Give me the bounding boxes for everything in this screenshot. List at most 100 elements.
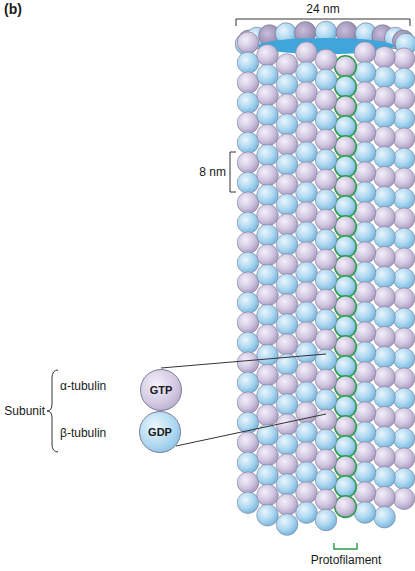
tubulin-sphere xyxy=(393,468,415,490)
tubulin-sphere xyxy=(374,406,396,428)
tubulin-sphere xyxy=(257,184,279,206)
tubulin-sphere xyxy=(335,136,357,158)
tubulin-sphere xyxy=(257,484,279,506)
part-label: β-tubulin xyxy=(60,426,130,440)
leader-line xyxy=(161,354,326,368)
tubulin-sphere xyxy=(354,502,376,524)
tubulin-sphere xyxy=(393,48,415,70)
tubulin-sphere xyxy=(354,222,376,244)
tubulin-sphere xyxy=(315,369,337,391)
tubulin-sphere xyxy=(354,282,376,304)
tubulin-sphere xyxy=(296,162,318,184)
tubulin-sphere xyxy=(237,452,259,474)
tubulin-sphere xyxy=(315,349,337,371)
tubulin-sphere xyxy=(374,46,396,68)
tubulin-sphere xyxy=(276,274,298,296)
tubulin-sphere xyxy=(296,202,318,224)
tubulin-sphere xyxy=(393,308,415,330)
tubulin-sphere xyxy=(237,392,259,414)
tubulin-sphere xyxy=(335,56,357,78)
tubulin-sphere xyxy=(296,462,318,484)
tubulin-sphere xyxy=(393,208,415,230)
tubulin-sphere xyxy=(315,209,337,231)
tubulin-sphere xyxy=(374,346,396,368)
tubulin-sphere xyxy=(315,89,337,111)
tubulin-sphere xyxy=(354,262,376,284)
tubulin-sphere xyxy=(276,474,298,496)
tubulin-sphere xyxy=(374,146,396,168)
tubulin-sphere xyxy=(296,222,318,244)
leader-line xyxy=(176,414,326,446)
tubulin-sphere xyxy=(276,154,298,176)
tubulin-sphere xyxy=(315,129,337,151)
tubulin-sphere xyxy=(335,436,357,458)
tubulin-sphere xyxy=(374,226,396,248)
tubulin-sphere xyxy=(354,42,376,64)
tubulin-sphere xyxy=(237,372,259,394)
tubulin-sphere xyxy=(257,304,279,326)
microtubule xyxy=(235,21,415,535)
tubulin-sphere xyxy=(335,76,357,98)
tubulin-sphere xyxy=(276,94,298,116)
tubulin-sphere xyxy=(315,329,337,351)
tubulin-sphere xyxy=(276,414,298,436)
tubulin-sphere xyxy=(335,396,357,418)
tubulin-sphere xyxy=(393,388,415,410)
protofilament-bracket xyxy=(334,543,357,549)
dimension-label: 24 nm xyxy=(273,2,373,16)
tubulin-sphere xyxy=(393,408,415,430)
tubulin-sphere xyxy=(374,106,396,128)
tubulin-sphere xyxy=(257,204,279,226)
tubulin-sphere xyxy=(315,69,337,91)
tubulin-sphere xyxy=(315,449,337,471)
tubulin-sphere xyxy=(296,382,318,404)
tubulin-sphere xyxy=(335,336,357,358)
tubulin-sphere xyxy=(335,236,357,258)
tubulin-sphere xyxy=(296,242,318,264)
tubulin-sphere xyxy=(354,202,376,224)
tubulin-sphere xyxy=(276,394,298,416)
tubulin-sphere xyxy=(257,364,279,386)
tubulin-sphere xyxy=(315,189,337,211)
tubulin-sphere xyxy=(296,262,318,284)
tubulin-sphere xyxy=(393,68,415,90)
tubulin-sphere xyxy=(393,368,415,390)
tubulin-sphere xyxy=(257,264,279,286)
tubulin-sphere xyxy=(335,96,357,118)
tubulin-sphere xyxy=(354,102,376,124)
height-bracket xyxy=(230,152,236,192)
tubulin-sphere xyxy=(237,232,259,254)
tubulin-sphere xyxy=(354,62,376,84)
tubulin-sphere xyxy=(393,148,415,170)
tubulin-sphere xyxy=(276,254,298,276)
tubulin-sphere xyxy=(374,486,396,508)
tubulin-sphere xyxy=(354,442,376,464)
tubulin-sphere xyxy=(315,429,337,451)
tubulin-sphere xyxy=(393,488,415,510)
tubulin-sphere xyxy=(393,428,415,450)
tubulin-sphere xyxy=(335,376,357,398)
tubulin-sphere xyxy=(257,284,279,306)
tubulin-sphere xyxy=(237,52,259,74)
tubulin-sphere xyxy=(237,72,259,94)
tubulin-sphere xyxy=(257,104,279,126)
tubulin-sphere xyxy=(257,64,279,86)
tubulin-sphere xyxy=(276,454,298,476)
tubulin-sphere xyxy=(335,296,357,318)
tubulin-sphere xyxy=(237,112,259,134)
tubulin-sphere xyxy=(354,402,376,424)
tubulin-sphere xyxy=(237,192,259,214)
tubulin-sphere xyxy=(315,149,337,171)
tubulin-sphere xyxy=(276,374,298,396)
tubulin-sphere xyxy=(374,66,396,88)
tubulin-sphere xyxy=(315,389,337,411)
tubulin-sphere xyxy=(335,476,357,498)
tubulin-sphere xyxy=(335,116,357,138)
tubulin-sphere xyxy=(393,268,415,290)
tubulin-sphere xyxy=(257,404,279,426)
tubulin-sphere xyxy=(257,244,279,266)
tubulin-sphere xyxy=(354,362,376,384)
alpha-tubulin-sphere: GTP xyxy=(140,369,182,411)
tubulin-sphere xyxy=(276,194,298,216)
tubulin-sphere xyxy=(374,306,396,328)
